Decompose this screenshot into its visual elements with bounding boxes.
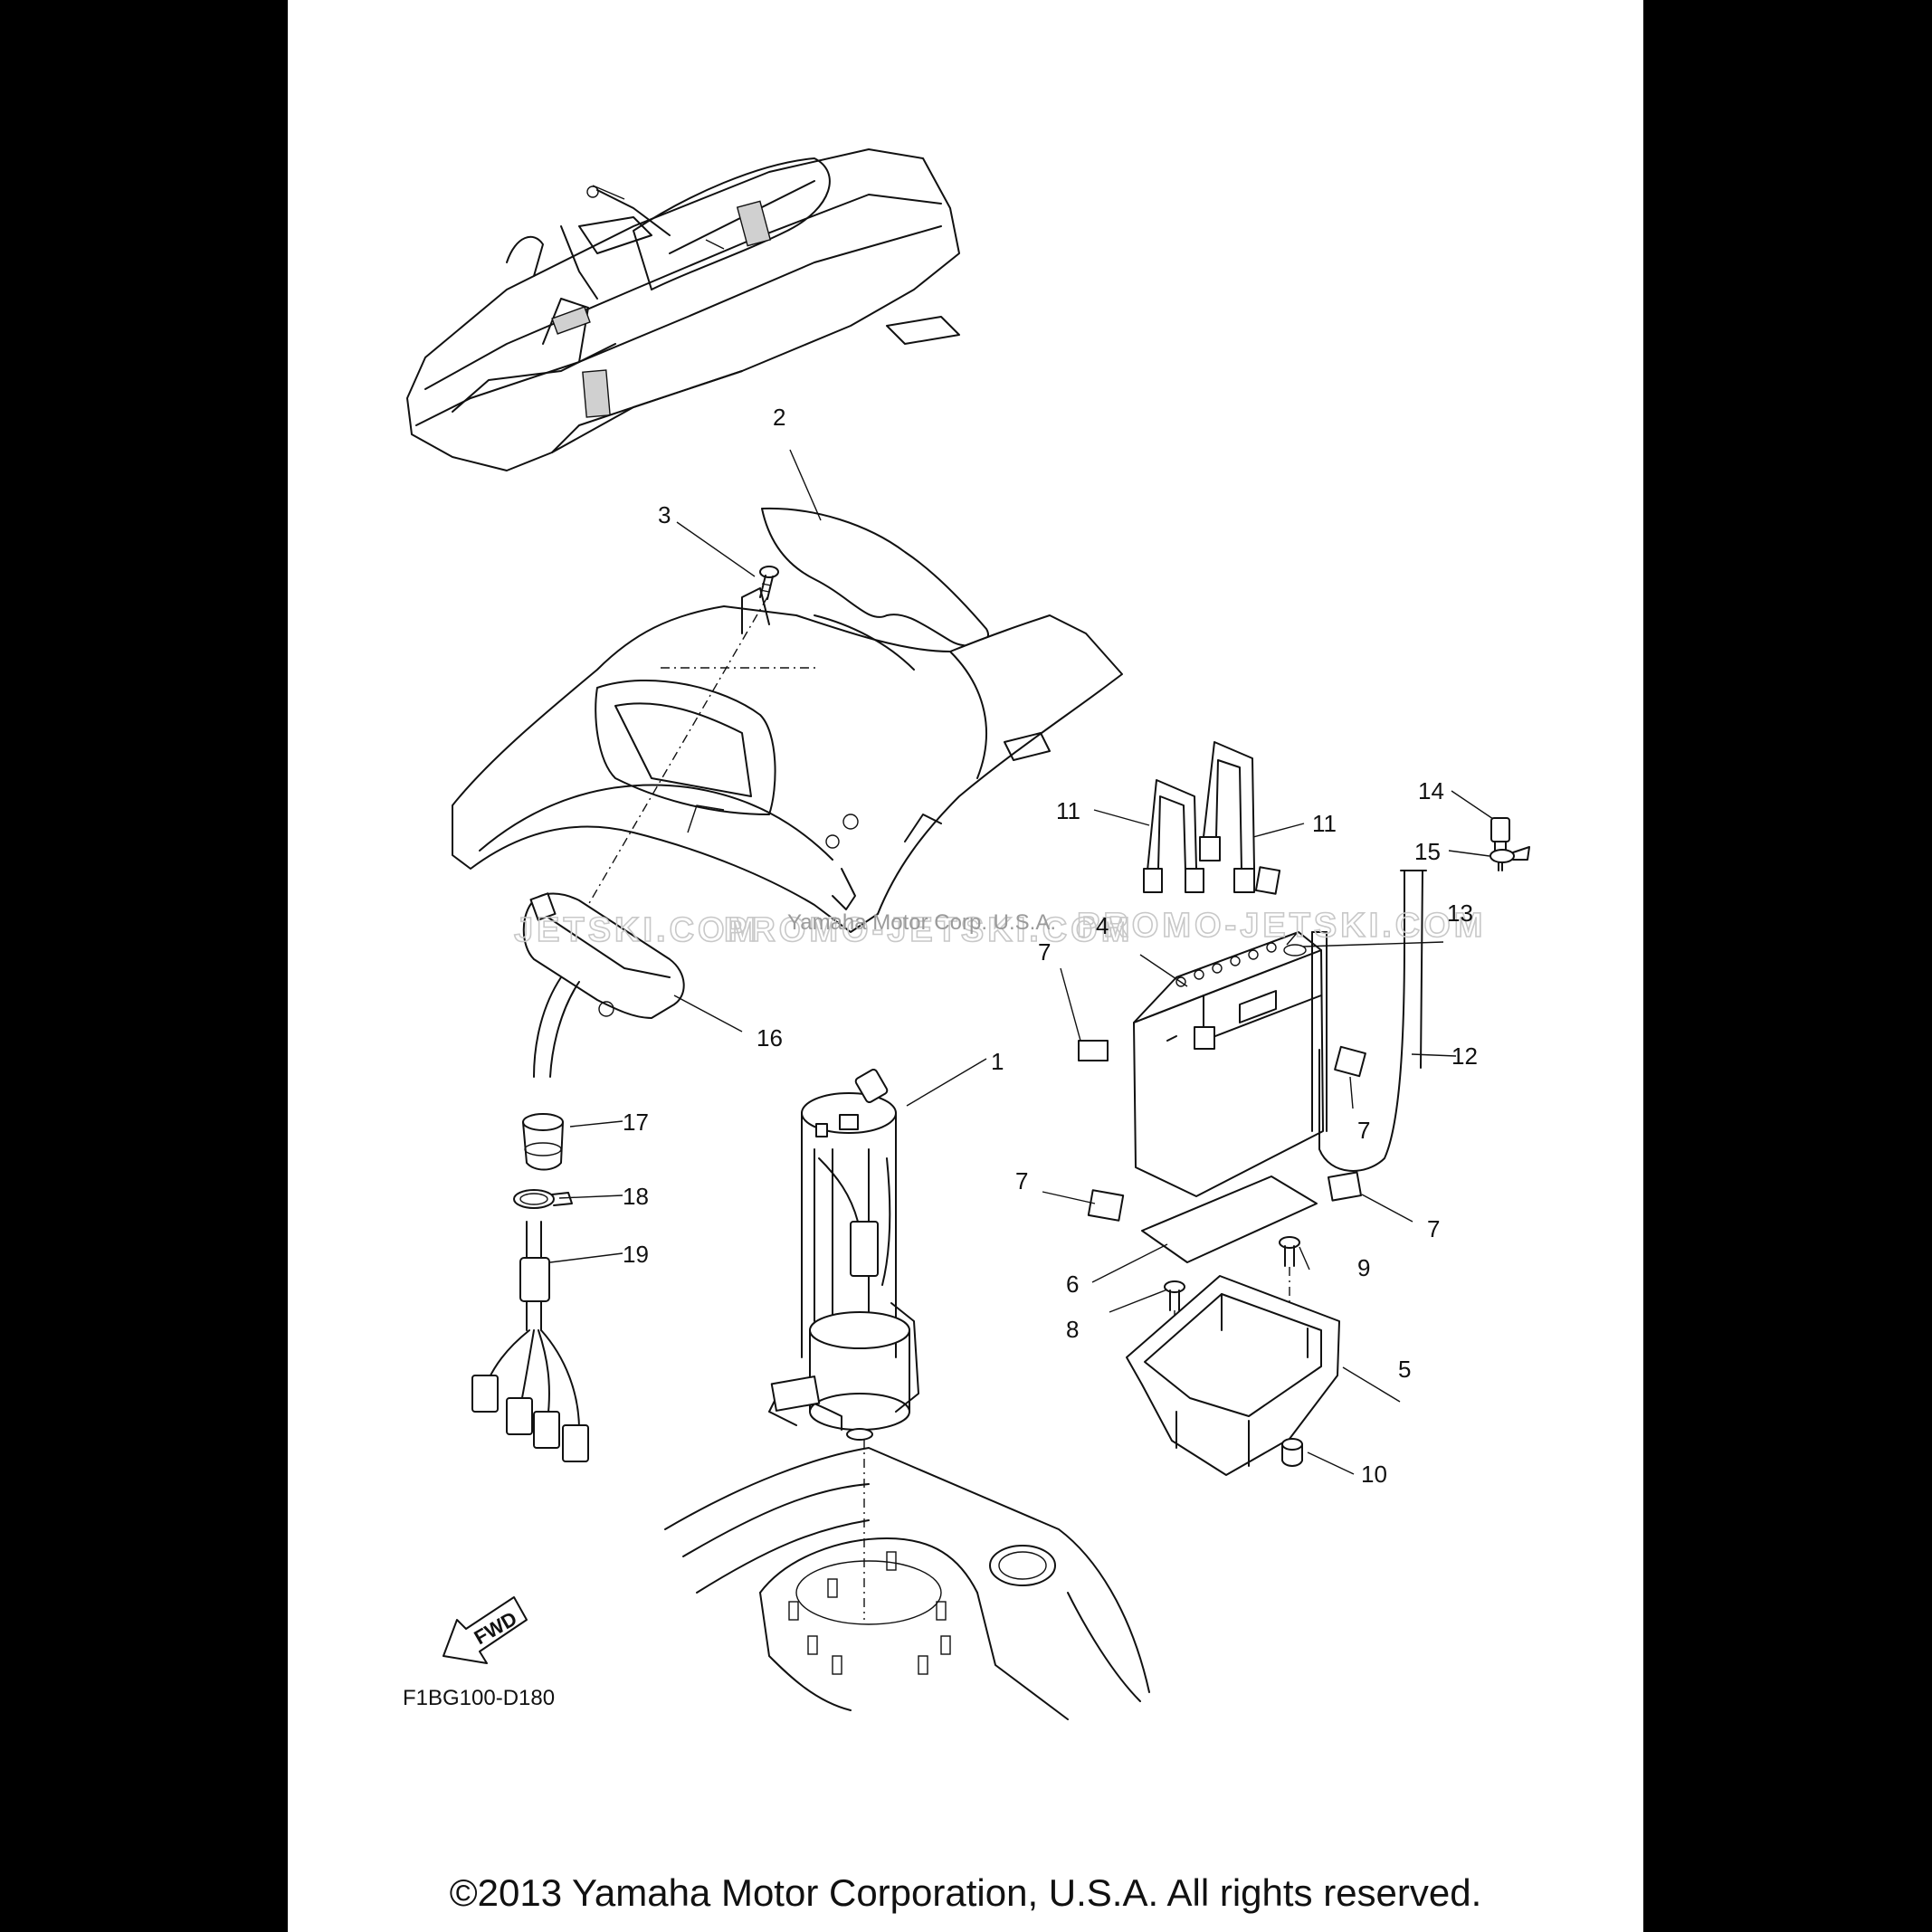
part-3-screw [759, 566, 779, 600]
callout-16: 16 [757, 1024, 783, 1052]
callout-18: 18 [623, 1183, 649, 1210]
callout-17: 17 [623, 1109, 649, 1136]
callout-12: 12 [1451, 1042, 1478, 1070]
callout-19: 19 [623, 1241, 649, 1268]
part-15-hose-clamp [1489, 846, 1530, 863]
copyright-notice: ©2013 Yamaha Motor Corporation, U.S.A. A… [449, 1871, 1482, 1914]
part-7-pad-top-left [1078, 1040, 1109, 1061]
callout-4: 4 [1096, 912, 1109, 939]
watermark-center: PROMO-JETSKI.COM [724, 911, 1133, 949]
tank-studs [788, 1551, 951, 1675]
diagram-reference-code: F1BG100-D180 [403, 1686, 555, 1710]
part-7-pad-bottom-left [1087, 1189, 1125, 1222]
exploded-parts-drawing: FWD JETSKI.COM PROMO-JETSKI.COM PROMO-JE… [403, 148, 1530, 1720]
part-11-battery-band-right [1199, 741, 1281, 895]
watermark-right: PROMO-JETSKI.COM [1077, 907, 1486, 945]
watermarks: JETSKI.COM PROMO-JETSKI.COM PROMO-JETSKI… [513, 906, 1486, 950]
callout-labels: 1 2 3 4 5 6 7 7 7 7 8 9 10 11 11 12 13 1… [623, 404, 1478, 1488]
parts-diagram-sheet: FWD JETSKI.COM PROMO-JETSKI.COM PROMO-JE… [288, 0, 1643, 1932]
part-4-battery [1133, 931, 1324, 1197]
leader-lines [549, 449, 1494, 1475]
callout-3: 3 [658, 501, 671, 528]
watermark-left: JETSKI.COM [514, 911, 760, 949]
callout-7-top: 7 [1038, 938, 1051, 966]
part-1-fuel-pump-assembly [768, 1068, 919, 1441]
callout-7-bottom-left: 7 [1015, 1167, 1028, 1194]
callout-9: 9 [1357, 1254, 1370, 1281]
part-11-battery-band-left [1143, 779, 1204, 893]
callout-8: 8 [1066, 1316, 1079, 1343]
part-5-battery-box [1126, 1275, 1340, 1476]
part-12-breather-hose [1311, 870, 1427, 1172]
callout-7-bottom-right: 7 [1427, 1215, 1440, 1242]
part-7-pad-bottom-right [1327, 1171, 1363, 1202]
part-17-grommet [522, 1113, 564, 1171]
fuel-tank [664, 1439, 1150, 1720]
deck-hull-cover [452, 587, 1123, 933]
part-13-hose-clip [1283, 931, 1307, 956]
callout-11-left: 11 [1056, 797, 1080, 824]
callout-5: 5 [1398, 1356, 1411, 1383]
callout-6: 6 [1066, 1271, 1079, 1298]
callout-10: 10 [1361, 1461, 1387, 1488]
part-19-wiring-harness [471, 1221, 589, 1462]
callout-1: 1 [991, 1048, 1004, 1075]
forward-direction-arrow: FWD [443, 1596, 528, 1664]
callout-2: 2 [773, 404, 785, 431]
watercraft-overview-illustration [406, 148, 960, 471]
callout-13: 13 [1447, 899, 1473, 927]
callout-14: 14 [1418, 777, 1444, 804]
part-16-fuel-sender-unit [522, 892, 685, 1078]
part-2-seal-strip [761, 507, 989, 647]
callout-7-right: 7 [1357, 1117, 1370, 1144]
part-18-hose-clamp [513, 1189, 573, 1209]
part-6-battery-pad-sheet [1141, 1175, 1318, 1263]
battery-terminals [1175, 942, 1277, 987]
callout-11-right: 11 [1312, 810, 1337, 837]
part-10-collar [1281, 1438, 1303, 1467]
callout-15: 15 [1414, 838, 1441, 865]
part-7-pad-right [1334, 1045, 1366, 1078]
watermark-overlay: Yamaha Motor Corp. U.S.A. [787, 910, 1056, 935]
